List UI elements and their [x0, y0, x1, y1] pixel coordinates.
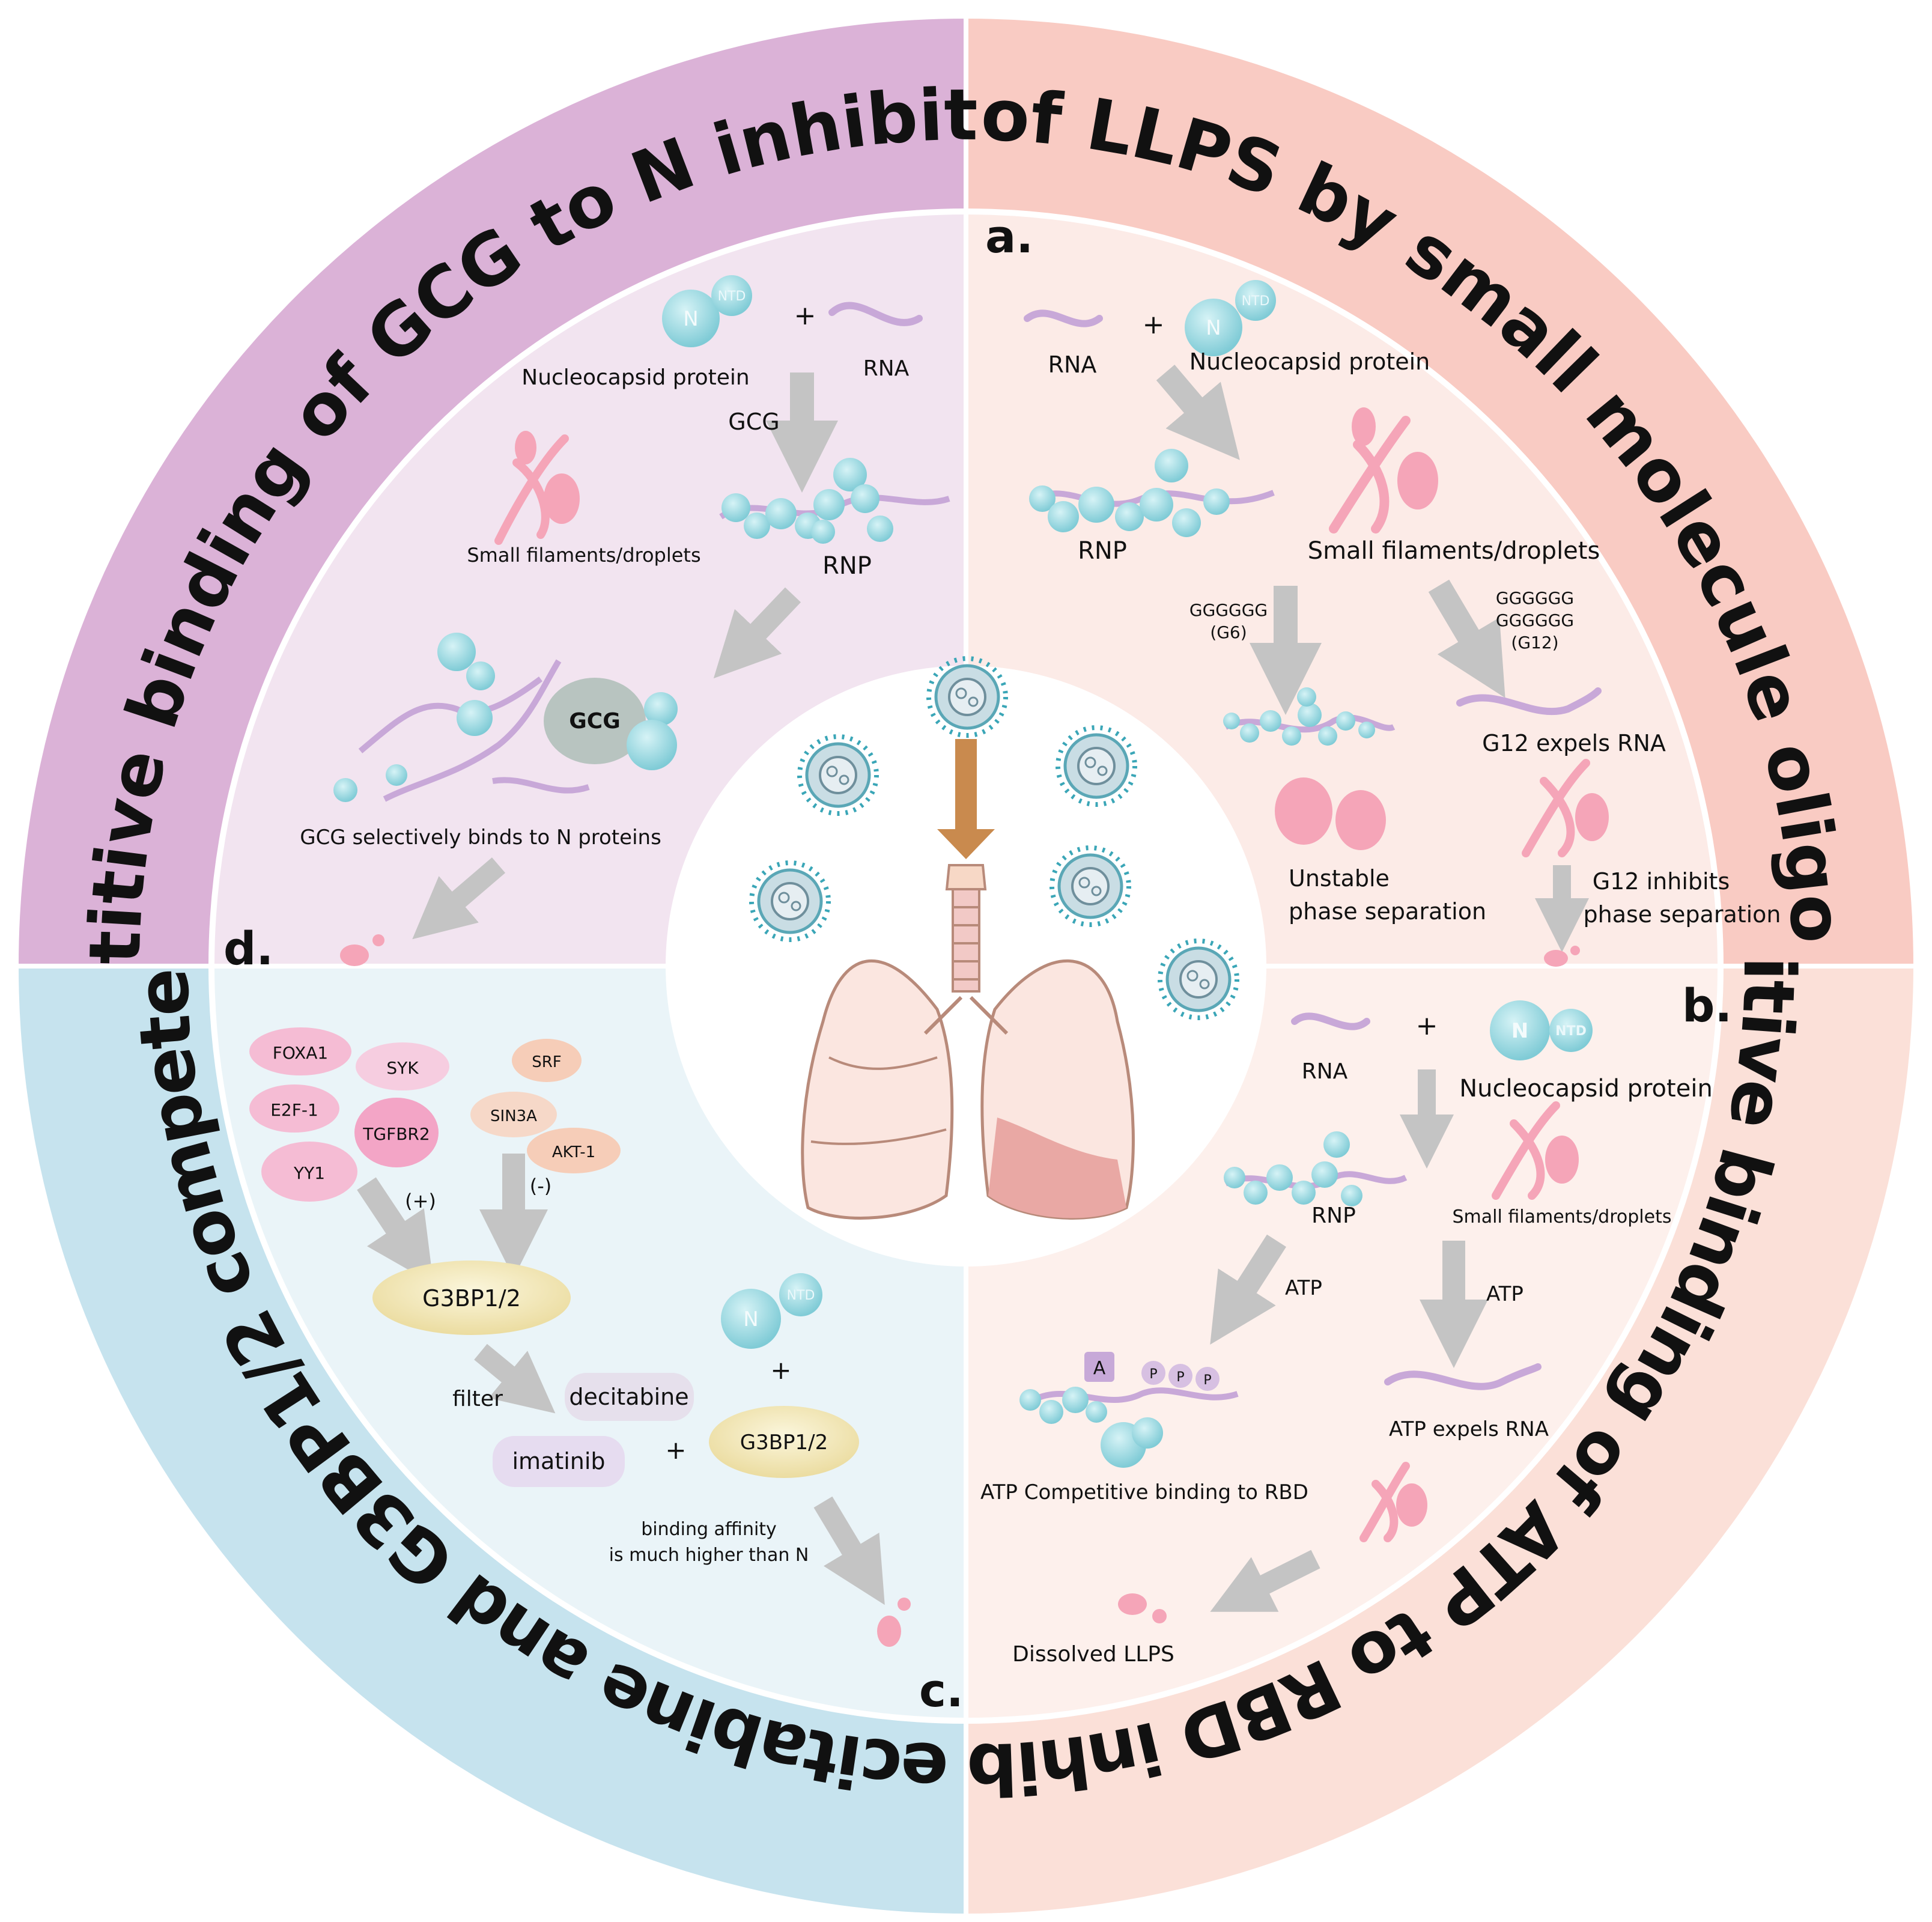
- rnp-complex: [1029, 449, 1275, 537]
- label-filaments: Small filaments/droplets: [467, 544, 700, 567]
- svg-text:+: +: [1416, 1011, 1438, 1041]
- filament-icon: [1329, 407, 1438, 534]
- droplet-icon: [1544, 946, 1580, 967]
- panel-letter-d: d.: [223, 922, 273, 975]
- g3bp-small-label: G3BP1/2: [740, 1431, 828, 1455]
- svg-text:NTD: NTD: [718, 289, 746, 304]
- label-nucleocapsid: Nucleocapsid protein: [521, 365, 749, 390]
- filament-icon: [1492, 1101, 1579, 1200]
- label-filaments-a: Small filaments/droplets: [1308, 537, 1600, 565]
- svg-text:+: +: [1143, 309, 1165, 340]
- panel-c: FOXA1 SYK E2F-1 TGFBR2 YY1 SRF SIN3A AKT…: [249, 1027, 911, 1647]
- droplet-icon: [1275, 777, 1386, 850]
- label-rna: RNA: [863, 356, 910, 381]
- label-rnp: RNP: [822, 552, 872, 580]
- nucleocapsid-protein: N NTD: [1185, 280, 1276, 356]
- panel-a: RNA + N NTD Nucleocapsid protein RNP: [1024, 280, 1781, 967]
- label-atp-right: ATP: [1486, 1282, 1523, 1306]
- label-gcg-arrow: GCG: [728, 409, 779, 435]
- label-nucleocapsid-b: Nucleocapsid protein: [1459, 1075, 1713, 1102]
- label-rna-b: RNA: [1302, 1059, 1348, 1084]
- droplet-icon: [1118, 1593, 1167, 1623]
- nucleocapsid-protein: N NTD: [721, 1273, 822, 1349]
- svg-text:NTD: NTD: [787, 1288, 815, 1303]
- g3bp-main-label: G3BP1/2: [422, 1285, 521, 1312]
- positive-regulators: FOXA1 SYK E2F-1 TGFBR2 YY1: [249, 1027, 449, 1202]
- g6-aggregate: [1223, 687, 1396, 746]
- svg-text:N: N: [1511, 1019, 1528, 1043]
- label-g12-inhibits-1: G12 inhibits: [1593, 868, 1730, 895]
- nucleocapsid-protein: N NTD: [1490, 1000, 1593, 1060]
- panel-d: N NTD + Nucleocapsid protein RNA GCG Sma…: [300, 275, 950, 966]
- nucleocapsid-protein: N NTD: [662, 275, 752, 347]
- svg-text:N: N: [1206, 316, 1221, 340]
- negative-regulators: SRF SIN3A AKT-1: [470, 1039, 621, 1173]
- filament-icon: [1359, 1462, 1427, 1542]
- droplet-icon: [877, 1598, 911, 1647]
- svg-text:(G6): (G6): [1210, 622, 1247, 642]
- svg-text:P: P: [1176, 1370, 1184, 1385]
- label-plus-regulation: (+): [405, 1190, 436, 1212]
- label-filaments-b: Small filaments/droplets: [1453, 1206, 1672, 1227]
- atp-rbd-binding: A P P P: [1019, 1352, 1239, 1468]
- svg-text:P: P: [1149, 1367, 1157, 1382]
- gcg-blob-label: GCG: [569, 709, 621, 734]
- svg-text:GGGGGG: GGGGGG: [1189, 600, 1268, 620]
- label-filter: filter: [452, 1387, 503, 1411]
- svg-text:NTD: NTD: [1242, 294, 1270, 309]
- panel-b: RNA + N NTD Nucleocapsid protein RNP Sma…: [980, 1000, 1713, 1667]
- imatinib-label: imatinib: [512, 1448, 605, 1474]
- svg-text:N: N: [743, 1307, 758, 1331]
- label-rnp-b: RNP: [1311, 1203, 1356, 1228]
- label-gcg-binds: GCG selectively binds to N proteins: [300, 826, 661, 850]
- svg-text:YY1: YY1: [293, 1163, 325, 1183]
- svg-text:GGGGGG: GGGGGG: [1496, 588, 1574, 608]
- label-affinity-2: is much higher than N: [609, 1545, 809, 1566]
- panel-letter-a: a.: [985, 210, 1033, 263]
- droplet-icon: [340, 934, 384, 966]
- svg-text:+: +: [770, 1355, 791, 1385]
- label-unstable-2: phase separation: [1289, 898, 1486, 925]
- svg-text:GGGGGG: GGGGGG: [1496, 610, 1574, 630]
- label-atp-competitive: ATP Competitive binding to RBD: [980, 1480, 1308, 1504]
- label-affinity-1: binding affinity: [641, 1519, 777, 1540]
- panel-letter-c: c.: [919, 1664, 964, 1717]
- svg-text:FOXA1: FOXA1: [273, 1043, 329, 1063]
- label-minus-regulation: (-): [530, 1175, 552, 1197]
- svg-text:NTD: NTD: [1555, 1024, 1587, 1039]
- label-rnp-a: RNP: [1078, 537, 1127, 565]
- rnp-complex: [1224, 1131, 1408, 1206]
- label-dissolved: Dissolved LLPS: [1012, 1642, 1174, 1667]
- svg-text:P: P: [1203, 1373, 1211, 1388]
- label-g12-inhibits-2: phase separation: [1583, 901, 1781, 928]
- svg-text:E2F-1: E2F-1: [270, 1100, 318, 1120]
- svg-text:+: +: [665, 1435, 686, 1465]
- svg-text:SYK: SYK: [386, 1058, 419, 1078]
- label-rna-a: RNA: [1048, 351, 1097, 378]
- center-illustration: [666, 658, 1266, 1267]
- gcg-binding: GCG: [333, 633, 678, 802]
- label-unstable-1: Unstable: [1289, 865, 1390, 892]
- svg-text:TGFBR2: TGFBR2: [362, 1124, 430, 1144]
- filament-icon: [494, 431, 580, 545]
- label-nucleocapsid-a: Nucleocapsid protein: [1189, 348, 1430, 375]
- svg-text:SRF: SRF: [532, 1053, 562, 1071]
- svg-text:+: +: [794, 300, 816, 331]
- rnp-complex: [719, 458, 950, 544]
- svg-text:A: A: [1093, 1358, 1106, 1379]
- label-g12-expels: G12 expels RNA: [1482, 730, 1666, 756]
- svg-text:AKT-1: AKT-1: [552, 1143, 595, 1161]
- svg-text:N: N: [683, 307, 698, 331]
- label-atp-expels: ATP expels RNA: [1389, 1417, 1549, 1441]
- svg-text:SIN3A: SIN3A: [490, 1107, 537, 1125]
- decitabine-label: decitabine: [569, 1384, 688, 1410]
- filament-icon: [1522, 759, 1609, 857]
- panel-letter-b: b.: [1682, 979, 1732, 1032]
- lungs-icon: [801, 864, 1135, 1220]
- svg-text:(G12): (G12): [1511, 633, 1558, 652]
- label-atp-left: ATP: [1285, 1276, 1322, 1300]
